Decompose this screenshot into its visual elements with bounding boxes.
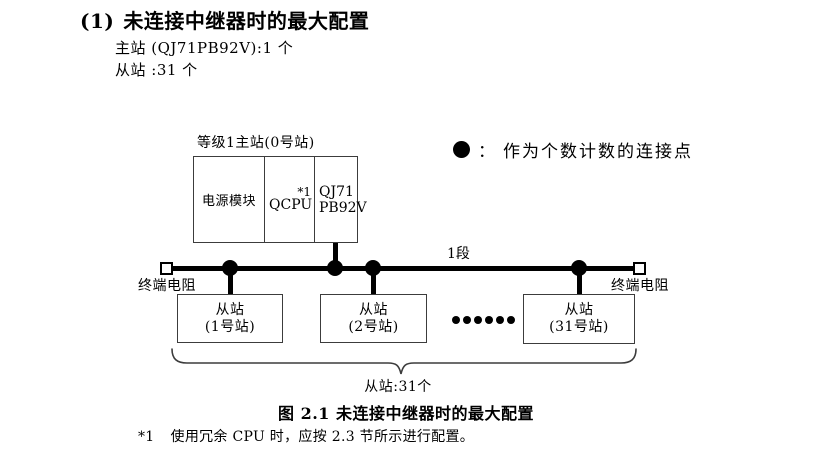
master-drop-line	[333, 243, 338, 271]
slave-station-number: (31号站)	[549, 319, 609, 335]
section-heading: (1) 未连接中继器时的最大配置	[80, 10, 369, 32]
footnote-text: 使用冗余 CPU 时，应按 2.3 节所示进行配置。	[170, 429, 475, 445]
slave-name: 从站	[564, 302, 594, 318]
section-number: (1)	[80, 9, 115, 33]
segment-label: 1段	[447, 246, 470, 262]
master-station-box: 电源模块 *1 QCPU QJ71 PB92V	[193, 156, 367, 243]
ellipsis-dots-icon	[452, 316, 515, 324]
legend: ： 作为个数计数的连接点	[453, 137, 693, 162]
legend-text: 作为个数计数的连接点	[503, 142, 693, 162]
footnote: *1 使用冗余 CPU 时，应按 2.3 节所示进行配置。	[138, 426, 474, 446]
connection-dot-icon	[571, 260, 587, 276]
slave-station-number: (1号站)	[204, 318, 256, 335]
slave-station-number: (2号站)	[348, 318, 399, 335]
power-module-cell: 电源模块	[194, 157, 264, 242]
connection-dot-icon	[222, 260, 238, 276]
slave1-drop-line	[228, 269, 233, 295]
connection-dot-icon	[327, 260, 343, 276]
left-terminator-label: 终端电阻	[138, 278, 196, 294]
slave-station-box-31: 从站 (31号站)	[523, 294, 635, 344]
right-terminator-label: 终端电阻	[611, 278, 669, 294]
right-terminator-square	[633, 262, 646, 275]
cpu-label: QCPU	[269, 197, 313, 213]
pb92v-cell: QJ71 PB92V	[314, 157, 367, 242]
slave-name: 从站	[215, 301, 245, 318]
master-station-label: 等级1主站(0号站)	[197, 135, 315, 151]
cpu-cell: *1 QCPU	[264, 157, 314, 242]
pb92v-label-line1: QJ71	[319, 183, 354, 200]
slave-station-box-2: 从站 (2号站)	[320, 294, 427, 343]
section-title: 未连接中继器时的最大配置	[123, 9, 370, 33]
slave-group-brace	[171, 348, 637, 375]
cpu-footnote-ref: *1	[297, 185, 311, 199]
bus-segment-line	[173, 266, 635, 271]
slave-station-box-1: 从站 (1号站)	[177, 294, 283, 343]
footnote-marker: *1	[138, 429, 155, 445]
legend-separator: ：	[478, 142, 497, 162]
figure-caption: 图 2.1 未连接中继器时的最大配置	[278, 404, 534, 423]
power-module-label: 电源模块	[201, 194, 256, 209]
slave-total-label: 从站:31个	[364, 379, 432, 395]
connection-dot-icon	[365, 260, 381, 276]
left-terminator-square	[160, 262, 173, 275]
slave2-drop-line	[371, 269, 376, 295]
connection-point-dot-icon	[453, 141, 470, 158]
slave3-drop-line	[577, 269, 582, 295]
slave-name: 从站	[359, 301, 388, 318]
slave-count-line: 从站 :31 个	[115, 61, 198, 79]
pb92v-label-line2: PB92V	[319, 199, 367, 216]
master-count-line: 主站 (QJ71PB92V):1 个	[115, 39, 294, 57]
